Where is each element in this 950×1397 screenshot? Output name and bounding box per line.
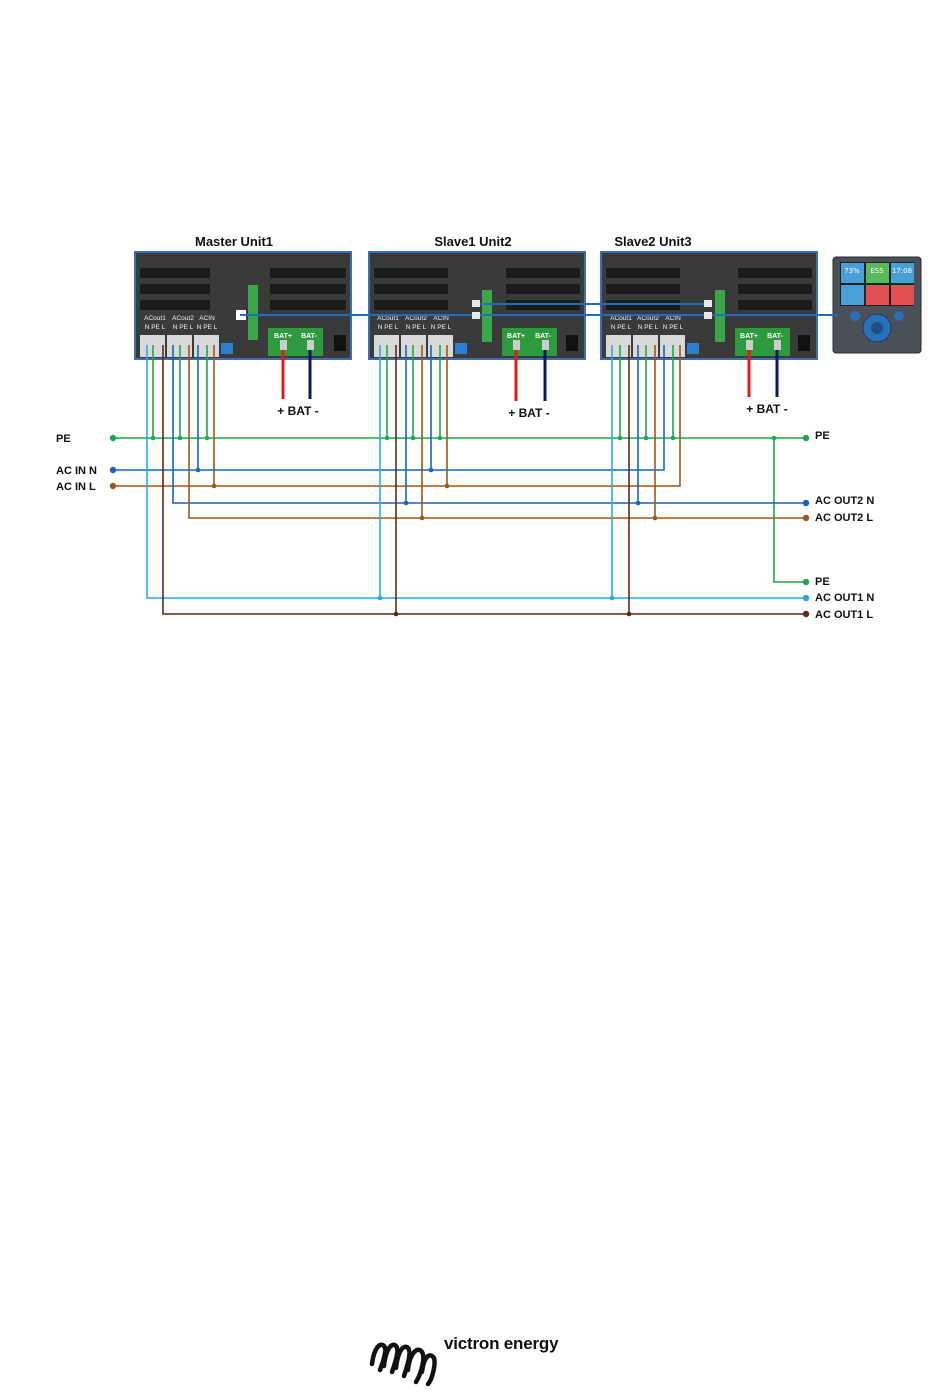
terminal-label: ACout2 xyxy=(172,315,194,322)
bus-label-pe-right: PE xyxy=(815,430,830,442)
pin-label: N PE L xyxy=(638,324,659,331)
panel-tile xyxy=(891,263,914,283)
pin-label: N PE L xyxy=(611,324,632,331)
unit-title: Slave2 Unit3 xyxy=(614,234,691,249)
vent-grille xyxy=(140,268,346,310)
unit-slave2: Slave2 Unit3 ACout1 ACout2 ACIN N PE L N… xyxy=(600,234,818,360)
terminal-label: ACout1 xyxy=(377,315,399,322)
terminal-label: ACout1 xyxy=(610,315,632,322)
bus-wiring xyxy=(113,345,806,615)
bus-label-ac-in-n: AC IN N xyxy=(56,465,97,477)
bus-label-ac-out2-l: AC OUT2 L xyxy=(815,512,873,524)
bus-label-ac-out2-n: AC OUT2 N xyxy=(815,495,874,507)
unit-title: Master Unit1 xyxy=(195,234,273,249)
bat-minus-terminal-label: BAT- xyxy=(767,333,783,340)
unit-title: Slave1 Unit2 xyxy=(434,234,511,249)
pin-label: N PE L xyxy=(173,324,194,331)
bus-label-pe-out: PE xyxy=(815,576,830,588)
panel-tile xyxy=(841,285,864,305)
unit-slave1: Slave1 Unit2 ACout1 ACout2 ACIN N PE L N… xyxy=(368,234,586,360)
terminal-label: ACout2 xyxy=(637,315,659,322)
pin-label: N PE L xyxy=(663,324,684,331)
terminal-label: ACout1 xyxy=(144,315,166,322)
ac-in-l-bus xyxy=(113,345,681,487)
panel-left-button[interactable] xyxy=(850,311,860,321)
panel-tile xyxy=(841,263,864,283)
terminal-label: ACout2 xyxy=(405,315,427,322)
panel-tile-text: 73% xyxy=(844,267,860,275)
bat-plus-terminal-label: BAT+ xyxy=(507,333,525,340)
panel-tile-text: 17:08 xyxy=(892,267,912,275)
ac-out1-n-bus xyxy=(146,345,806,599)
pin-label: N PE L xyxy=(378,324,399,331)
bat-minus-terminal-label: BAT- xyxy=(535,333,551,340)
terminal-label: ACIN xyxy=(433,315,449,322)
bat-plus-terminal-label: BAT+ xyxy=(740,333,758,340)
panel-tile-text: ESS xyxy=(870,267,884,275)
panel-right-button[interactable] xyxy=(894,311,904,321)
logo-text: victron energy xyxy=(444,1334,559,1353)
battery-label: + BAT - xyxy=(508,406,549,420)
battery-label: + BAT - xyxy=(746,402,787,416)
bat-minus-terminal-label: BAT- xyxy=(301,333,317,340)
panel-tile xyxy=(866,285,889,305)
battery-label: + BAT - xyxy=(277,404,318,418)
pe-bus xyxy=(113,345,806,583)
panel-tile xyxy=(866,263,889,283)
pin-label: N PE L xyxy=(145,324,166,331)
ac-out2-n-bus xyxy=(172,345,806,504)
battery-cables xyxy=(280,340,781,401)
bus-label-ac-in-l: AC IN L xyxy=(56,481,96,493)
terminal-label: ACIN xyxy=(199,315,215,322)
victron-logo-icon xyxy=(369,1342,437,1387)
bat-plus-terminal-label: BAT+ xyxy=(274,333,292,340)
bus-label-pe: PE xyxy=(56,433,71,445)
bus-label-ac-out1-n: AC OUT1 N xyxy=(815,592,874,604)
panel-tile xyxy=(891,285,914,305)
unit-master: Master Unit1 ACout1 ACout2 ACIN N PE L N… xyxy=(134,234,352,360)
bus-label-ac-out1-l: AC OUT1 L xyxy=(815,609,873,621)
junction-dots xyxy=(109,434,810,618)
pin-label: N PE L xyxy=(431,324,452,331)
ac-out1-l-bus xyxy=(162,345,806,615)
terminal-label: ACIN xyxy=(665,315,681,322)
ve-bus-link xyxy=(240,300,838,319)
ac-in-n-bus xyxy=(113,345,665,471)
pin-label: N PE L xyxy=(197,324,218,331)
ac-out2-l-bus xyxy=(188,345,806,519)
control-panel: 73% ESS 17:08 xyxy=(832,256,922,354)
pin-label: N PE L xyxy=(406,324,427,331)
